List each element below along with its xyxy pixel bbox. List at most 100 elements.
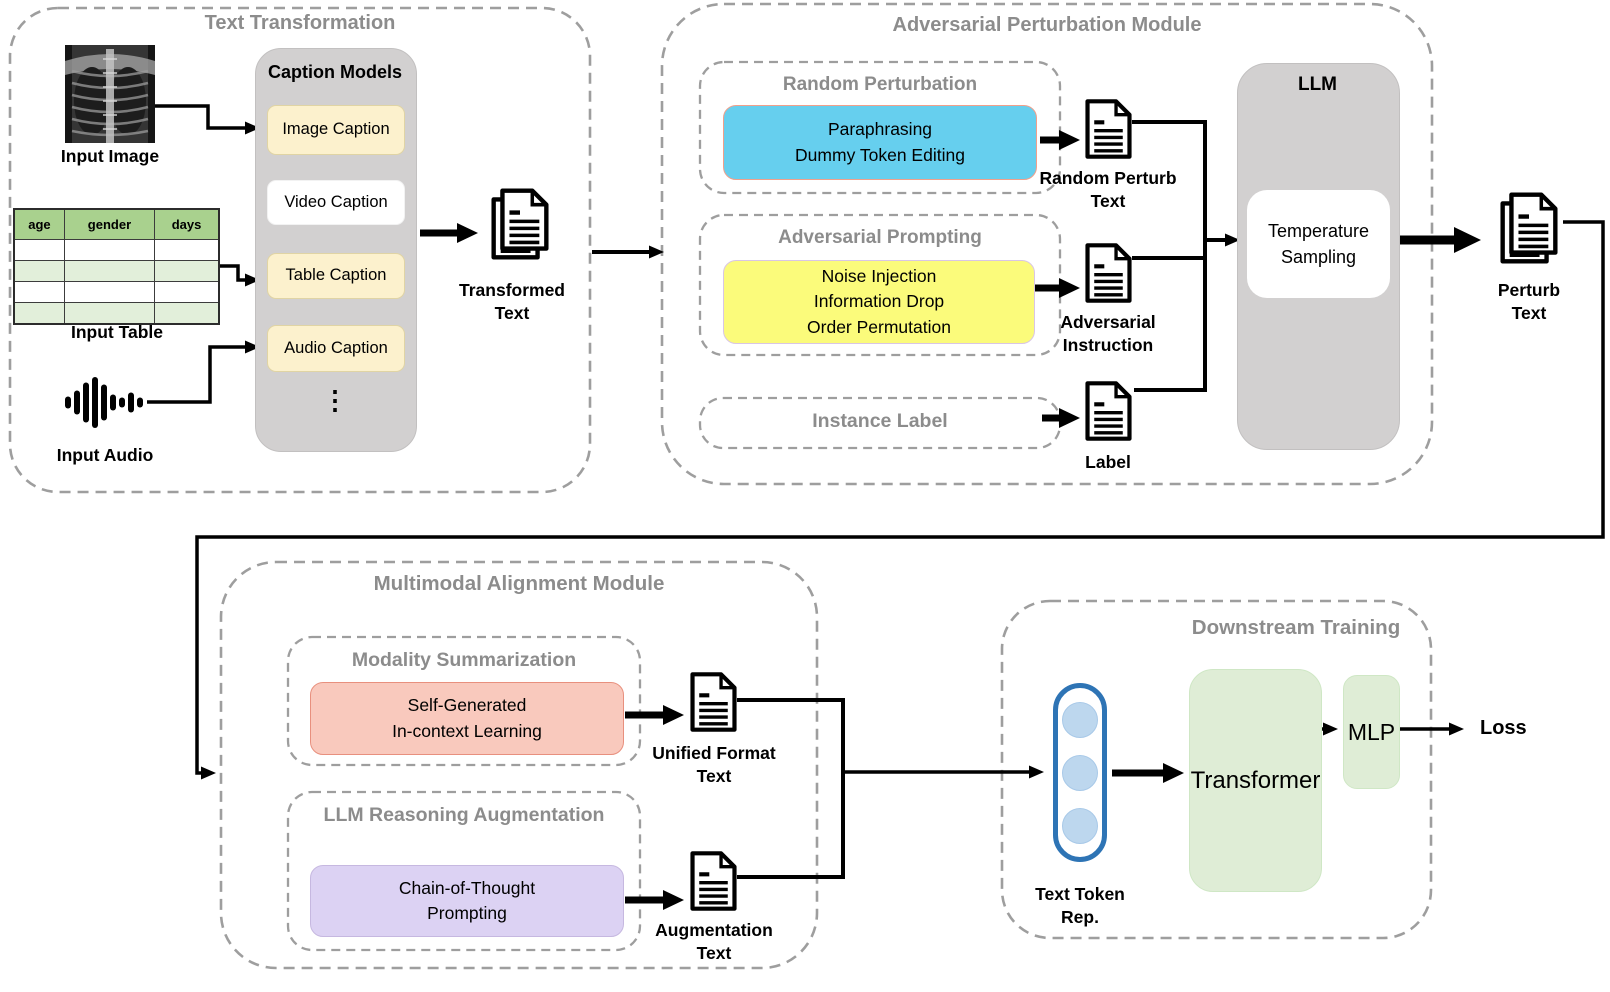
caption-item-video-label: Video Caption <box>284 192 388 211</box>
input-audio-label: Input Audio <box>56 445 154 465</box>
llm-reasoning-title: LLM Reasoning Augmentation <box>323 804 605 826</box>
perturb-text-label: Perturb Text <box>1459 279 1599 325</box>
transformed-text-line2: Text <box>494 302 530 323</box>
augmentation-doc-label: Augmentation Text <box>639 919 789 965</box>
token-circle <box>1062 754 1098 791</box>
caption-item-video: Video Caption <box>267 180 405 225</box>
caption-item-audio-label: Audio Caption <box>284 338 388 357</box>
caption-models-title: Caption Models <box>268 62 402 82</box>
table-row <box>13 239 220 261</box>
input-table: age gender days <box>13 208 220 325</box>
input-image-label: Input Image <box>60 146 160 166</box>
text-transformation-title: Text Transformation <box>204 12 396 34</box>
doc1-line2: Text <box>1090 190 1126 211</box>
adv-line-1: Noise Injection <box>821 265 937 286</box>
doc1-line1: Random Perturb <box>1039 168 1177 188</box>
adversarial-instruction-doc-label: Adversarial Instruction <box>1033 311 1183 357</box>
caption-item-table: Table Caption <box>267 253 405 299</box>
downstream-training-frame <box>1000 599 1433 940</box>
loss-label: Loss <box>1480 717 1527 739</box>
reasoning-line-1: Chain-of-Thought <box>398 877 536 898</box>
temperature-sampling-box: Temperature Sampling <box>1247 190 1390 298</box>
label-doc-icon <box>1085 380 1132 442</box>
downstream-training-title: Downstream Training <box>1191 616 1401 639</box>
multimodal-module-title: Multimodal Alignment Module <box>373 572 665 595</box>
connector-perturb-to-module3 <box>195 220 1605 780</box>
caption-models-ellipsis: ⋮ <box>322 385 348 415</box>
augmentation-doc-icon <box>690 850 737 912</box>
adversarial-prompting-title: Adversarial Prompting <box>778 227 982 248</box>
table-row <box>13 281 220 303</box>
doc2-line2: Instruction <box>1062 334 1154 355</box>
text-token-rep-pill <box>1053 683 1107 862</box>
adv-line-3: Order Permutation <box>807 316 951 337</box>
arrow-audio-to-caption <box>147 340 260 404</box>
table-header-days: days <box>154 208 220 240</box>
modality-summarization-title: Modality Summarization <box>351 649 577 671</box>
doc2-line1: Adversarial <box>1060 312 1156 332</box>
adv-line-2: Information Drop <box>813 291 945 312</box>
text-transformation-frame <box>8 6 592 494</box>
transformer-label: Transformer <box>1190 766 1321 794</box>
table-header-row: age gender days <box>13 208 220 240</box>
transformed-text-line1: Transformed <box>459 280 565 300</box>
random-perturbation-title: Random Perturbation <box>782 74 978 95</box>
modality-summarization-frame <box>286 635 642 767</box>
token-circle <box>1062 807 1098 844</box>
random-perturb-doc-label: Random Perturb Text <box>1033 167 1183 213</box>
perturb-line2: Text <box>1511 302 1547 323</box>
llm-reasoning-box: Chain-of-Thought Prompting <box>310 865 624 937</box>
sampling-line: Sampling <box>1280 247 1357 267</box>
random-line-1: Paraphrasing <box>827 119 933 140</box>
adversarial-instruction-doc-icon <box>1085 242 1132 304</box>
arrow-image-to-caption <box>155 104 260 135</box>
modality-line-1: Self-Generated <box>407 695 527 716</box>
adversarial-module-title: Adversarial Perturbation Module <box>892 14 1202 36</box>
doc3-line1: Label <box>1085 452 1131 472</box>
perturb-text-doc-icon <box>1495 192 1563 264</box>
modality-summarization-box: Self-Generated In-context Learning <box>310 682 624 755</box>
caption-item-audio: Audio Caption <box>267 325 405 372</box>
mlp-label: MLP <box>1347 718 1396 745</box>
caption-item-image-label: Image Caption <box>282 120 390 139</box>
transformer-box: Transformer <box>1189 669 1322 892</box>
unified-line2: Text <box>696 765 732 786</box>
transformed-text-label: Transformed Text <box>437 279 587 325</box>
transformed-text-doc-icon <box>486 188 554 260</box>
label-doc-label: Label <box>1033 451 1183 474</box>
table-row <box>13 260 220 282</box>
table-header-age: age <box>13 208 65 240</box>
arrow-table-to-caption <box>220 264 260 287</box>
modality-line-2: In-context Learning <box>392 720 542 741</box>
random-perturb-doc-icon <box>1085 98 1132 160</box>
table-row <box>13 302 220 325</box>
random-line-2: Dummy Token Editing <box>795 144 965 165</box>
llm-reasoning-frame <box>286 790 642 952</box>
chest-xray-image <box>65 45 155 143</box>
audio-waveform-icon <box>65 377 143 428</box>
llm-title: LLM <box>1297 74 1338 95</box>
token-line1: Text Token <box>1035 884 1125 904</box>
reasoning-line-2: Prompting <box>427 903 507 923</box>
token-circle <box>1062 701 1098 738</box>
augmentation-line1: Augmentation <box>655 920 773 940</box>
table-header-gender: gender <box>63 208 156 240</box>
caption-item-image: Image Caption <box>267 105 405 155</box>
random-perturbation-box: Paraphrasing Dummy Token Editing <box>723 105 1037 180</box>
augmentation-line2: Text <box>696 942 732 963</box>
random-perturbation-frame <box>698 60 1062 195</box>
multimodal-alignment-frame <box>219 560 819 970</box>
unified-format-doc-label: Unified Format Text <box>639 742 789 788</box>
instance-label-title: Instance Label <box>812 410 948 432</box>
temperature-line: Temperature <box>1267 220 1370 241</box>
bracket-docs-merge <box>737 698 845 879</box>
caption-item-table-label: Table Caption <box>285 266 387 285</box>
mlp-box: MLP <box>1343 675 1400 789</box>
perturb-line1: Perturb <box>1497 280 1561 300</box>
input-table-label: Input Table <box>70 322 164 342</box>
bracket-docs-to-llm <box>1132 120 1207 392</box>
unified-format-doc-icon <box>690 671 737 733</box>
adversarial-prompting-box: Noise Injection Information Drop Order P… <box>723 260 1035 344</box>
